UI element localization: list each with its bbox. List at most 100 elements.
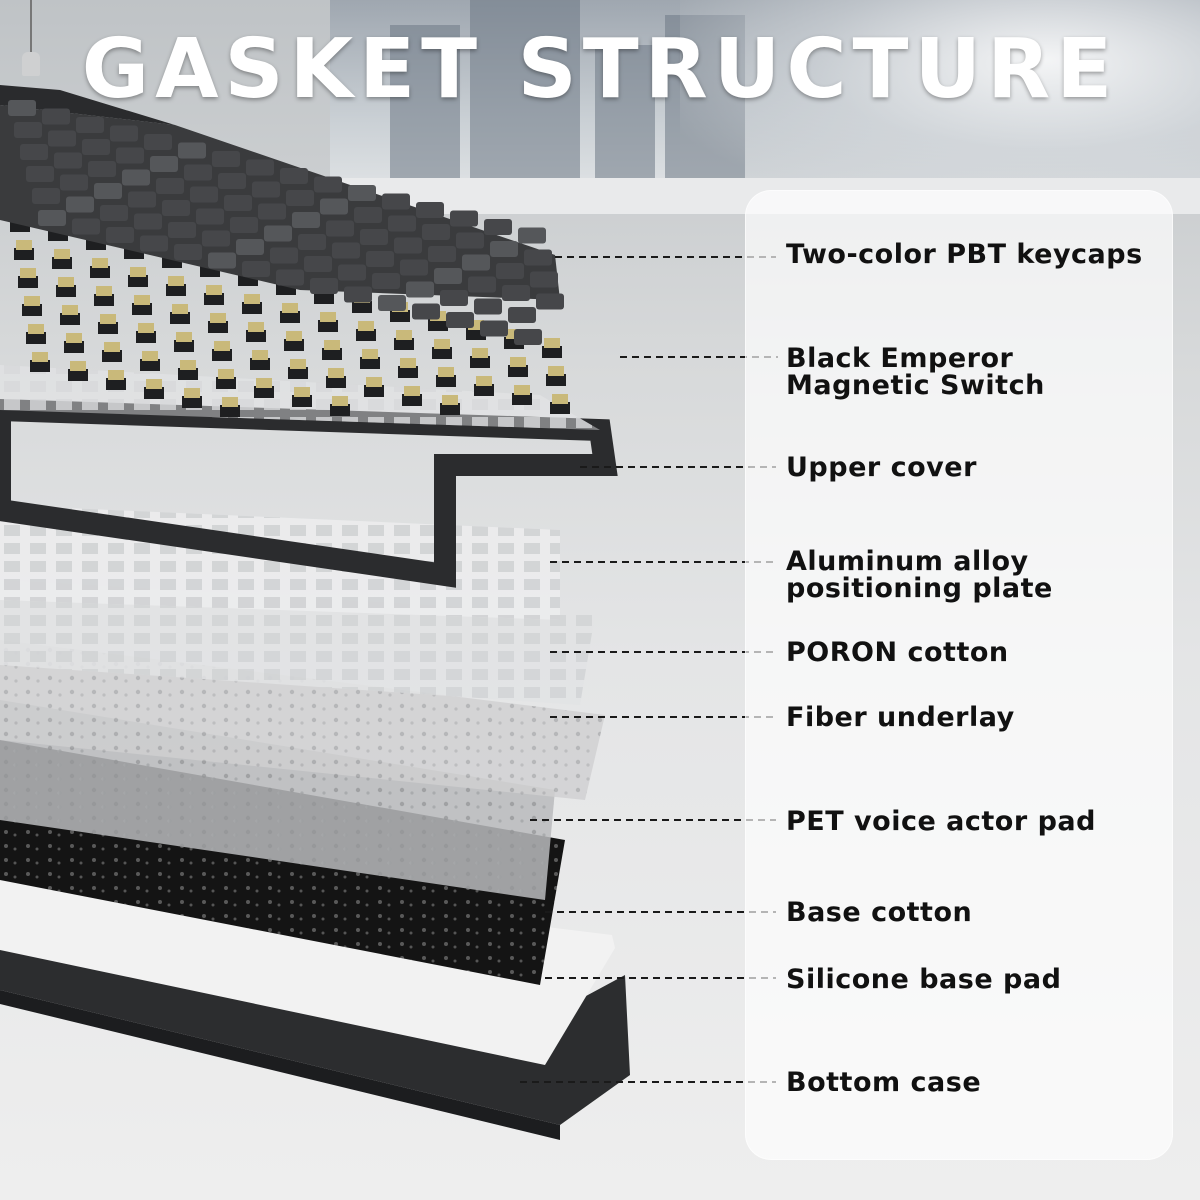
switch-housing [254, 386, 274, 398]
lamp-icon [22, 52, 40, 76]
keycap [508, 307, 536, 323]
keycap [100, 205, 128, 221]
switch-stem [438, 367, 454, 377]
keycap [536, 293, 564, 310]
switch-stem [248, 322, 264, 332]
keycap [354, 207, 382, 223]
keycap [456, 232, 484, 249]
switch-stem [168, 276, 184, 286]
label-base-cotton: Base cotton [786, 897, 973, 928]
switch-housing [30, 360, 50, 372]
keycap [270, 247, 298, 264]
keycap [122, 169, 150, 186]
switch-housing [314, 292, 334, 304]
keycap [490, 241, 518, 257]
keycap [236, 239, 264, 255]
keycap [128, 191, 156, 208]
keycap [242, 261, 270, 277]
switch-housing [68, 369, 88, 381]
silicone-base-pad-layer [0, 860, 615, 1065]
switch-housing [292, 395, 312, 407]
keycap [462, 254, 490, 271]
switch-housing [436, 375, 456, 387]
switch-housing [250, 358, 270, 370]
switch-stem [548, 366, 564, 376]
keycap [518, 227, 546, 244]
keycap [224, 195, 252, 211]
switch-stem [54, 249, 70, 259]
switch-stem [510, 357, 526, 367]
switch-stem [256, 378, 272, 388]
switch-housing [470, 356, 490, 368]
switch-housing [402, 394, 422, 406]
switch-stem [142, 351, 158, 361]
label-upper-cover: Upper cover [786, 452, 977, 483]
keycap [8, 100, 36, 116]
keycap [468, 276, 496, 293]
keycap [66, 196, 94, 213]
switch-housing [182, 396, 202, 408]
switch-layer [10, 212, 570, 417]
switch-stem [92, 258, 108, 268]
switch-stem [108, 370, 124, 380]
window-view [330, 0, 1200, 200]
switch-housing [280, 311, 300, 323]
switch-housing [550, 402, 570, 414]
keycap [530, 271, 558, 288]
switch-housing [18, 276, 38, 288]
switch-housing [322, 348, 342, 360]
switch-stem [70, 361, 86, 371]
keycap [258, 203, 286, 220]
switch-housing [22, 304, 42, 316]
switch-housing [330, 404, 350, 416]
switch-stem [290, 359, 306, 369]
switch-housing [220, 405, 240, 417]
keycap [382, 193, 410, 210]
switch-stem [134, 295, 150, 305]
keycap [450, 210, 478, 227]
keycap [320, 198, 348, 215]
switch-housing [166, 284, 186, 296]
switch-stem [20, 268, 36, 278]
switch-housing [136, 331, 156, 343]
switch-stem [332, 396, 348, 406]
keycap [298, 234, 326, 250]
switch-stem [214, 341, 230, 351]
switch-stem [400, 358, 416, 368]
switch-housing [542, 346, 562, 358]
switch-housing [174, 340, 194, 352]
switch-stem [434, 339, 450, 349]
keycap [378, 295, 406, 311]
keycap [246, 159, 274, 176]
switch-housing [474, 384, 494, 396]
switch-stem [222, 397, 238, 407]
switch-stem [62, 305, 78, 315]
keycap [54, 152, 82, 169]
switch-stem [24, 296, 40, 306]
keycap [150, 156, 178, 172]
switch-stem [324, 340, 340, 350]
keycap [310, 278, 338, 294]
switch-stem [552, 394, 568, 404]
switch-housing [60, 313, 80, 325]
switch-housing [212, 349, 232, 361]
switch-housing [356, 329, 376, 341]
keycap [156, 178, 184, 194]
switch-housing [398, 366, 418, 378]
switch-stem [184, 388, 200, 398]
keycap [400, 259, 428, 276]
switch-housing [288, 367, 308, 379]
switch-stem [130, 267, 146, 277]
keycap [26, 166, 54, 182]
keycap [106, 227, 134, 243]
page-title: GASKET STRUCTURE [81, 22, 1119, 117]
switch-stem [104, 342, 120, 352]
keycap [134, 213, 162, 230]
switch-housing [390, 310, 410, 322]
keycap [292, 212, 320, 228]
switch-stem [252, 350, 268, 360]
switch-housing [178, 368, 198, 380]
keycap [174, 244, 202, 260]
switch-stem [320, 312, 336, 322]
keycap [394, 237, 422, 254]
